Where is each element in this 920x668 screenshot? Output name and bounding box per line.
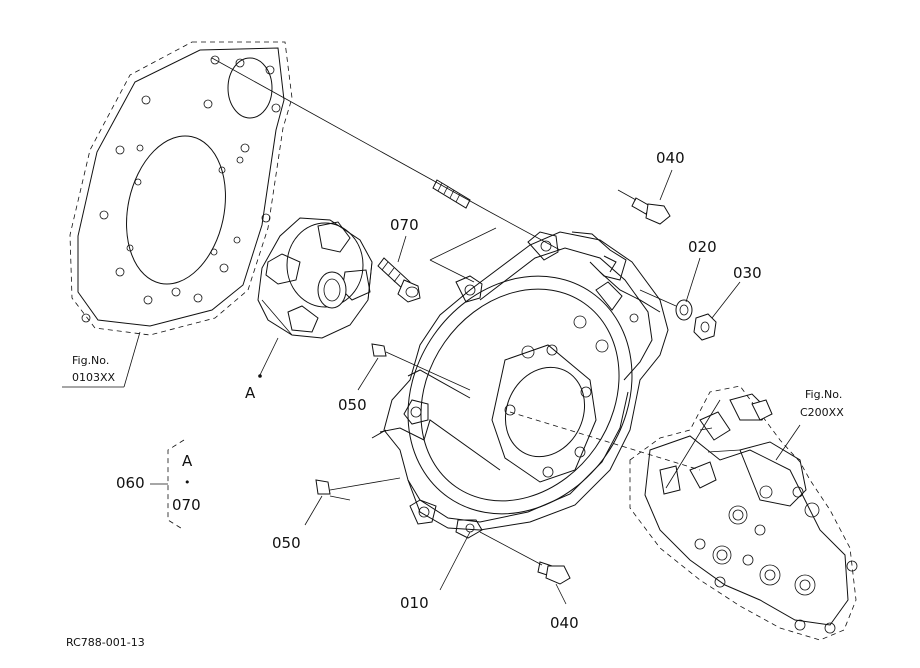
bolt-040-bottom <box>537 561 571 585</box>
part-040-top-label: 040 <box>656 149 685 167</box>
dowel-pin-050-upper <box>371 343 471 391</box>
part-040-bottom-label: 040 <box>550 614 579 632</box>
svg-text:Fig.No.: Fig.No. <box>805 388 842 401</box>
part-030-label: 030 <box>733 264 762 282</box>
svg-text:0103XX: 0103XX <box>72 371 116 384</box>
group-a-label: A <box>182 452 193 470</box>
washer-020 <box>675 299 693 321</box>
figure-ref-right: Fig.No. C200XX <box>800 388 844 419</box>
drawing-code: RC788-001-13 <box>66 636 145 649</box>
nut-030 <box>693 313 717 341</box>
alignment-line <box>211 57 491 213</box>
part-060-label: 060 <box>116 474 145 492</box>
group-dot: • <box>184 476 191 489</box>
stud <box>432 179 471 209</box>
svg-text:C200XX: C200XX <box>800 406 844 419</box>
svg-text:Fig.No.: Fig.No. <box>72 354 109 367</box>
bolt-070 <box>377 257 421 303</box>
part-070-label: 070 <box>390 216 419 234</box>
dowel-pin-050-lower <box>315 477 401 501</box>
figure-ref-left: Fig.No. 0103XX <box>62 331 141 388</box>
bolt-040-top <box>631 197 671 225</box>
part-020-label: 020 <box>688 238 717 256</box>
part-010-label: 010 <box>400 594 429 612</box>
part-group-060: 060 A • 070 <box>116 439 201 531</box>
engine-plate <box>69 41 293 336</box>
part-050-lower-label: 050 <box>272 534 301 552</box>
hydraulic-pump-assembly <box>629 385 858 641</box>
callout-a-label: A <box>245 384 256 402</box>
group-070-label: 070 <box>172 496 201 514</box>
flywheel-housing-010 <box>371 231 669 539</box>
callout-a-leader <box>259 337 279 376</box>
coupling-part-a <box>257 217 373 339</box>
part-050-upper-label: 050 <box>338 396 367 414</box>
